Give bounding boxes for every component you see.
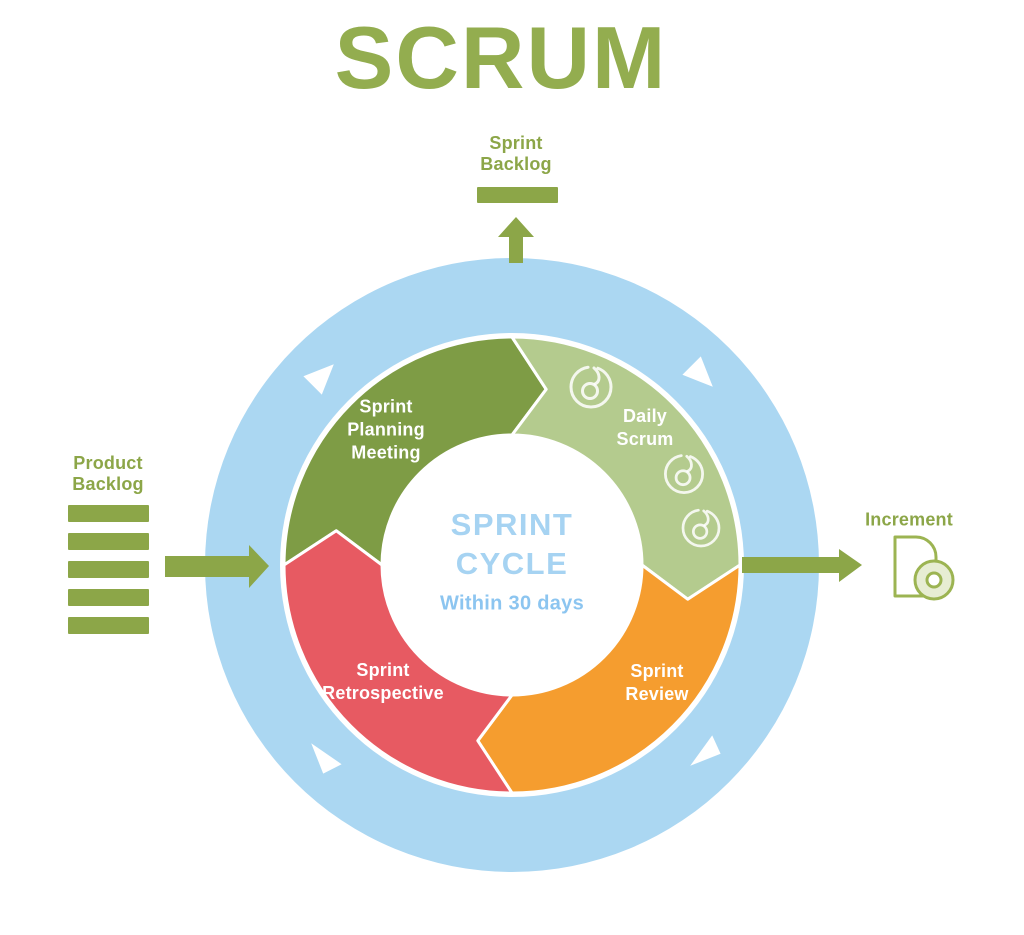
increment-arrow-icon <box>742 549 862 582</box>
quadrant-sprint-retrospective <box>282 529 514 795</box>
quadrant-label-sprint-review: Sprint Review <box>625 661 689 704</box>
sprint-backlog-label: Sprint Backlog <box>480 133 552 174</box>
product-backlog-bar <box>68 505 149 522</box>
product-backlog-bar <box>68 561 149 578</box>
increment-disc-icon <box>893 535 955 601</box>
quadrant-label-sprint-planning: Sprint Planning Meeting <box>347 396 425 463</box>
product-backlog-bar <box>68 589 149 606</box>
product-backlog-stack <box>68 505 149 634</box>
cycle-direction-arrow-icon <box>303 364 334 395</box>
sprint-cycle-duration: Within 30 days <box>439 592 585 615</box>
product-backlog-bar <box>68 533 149 550</box>
quadrant-sprint-planning <box>282 335 548 567</box>
product-backlog-arrow-icon <box>165 545 269 588</box>
quadrant-sprint-review <box>476 563 742 795</box>
cycle-direction-arrow-icon <box>311 743 342 774</box>
daily-scrum-cycle-icon <box>681 508 721 548</box>
product-backlog-bar <box>68 617 149 634</box>
cycle-direction-arrow-icon <box>690 735 721 766</box>
quadrant-label-daily-scrum: Daily Scrum <box>616 406 674 449</box>
sprint-backlog-arrow-icon <box>498 217 534 263</box>
daily-scrum-cycle-icon <box>569 365 613 409</box>
daily-scrum-cycle-icon <box>664 454 704 494</box>
increment-label: Increment <box>865 509 953 530</box>
sprint-cycle-title: SPRINT CYCLE <box>450 507 574 581</box>
quadrant-label-sprint-retrospective: Sprint Retrospective <box>322 660 444 703</box>
page-title: SCRUM <box>334 8 668 107</box>
cycle-direction-arrow-icon <box>682 356 713 387</box>
sprint-backlog-bar <box>477 187 558 203</box>
product-backlog-label: Product Backlog <box>72 453 144 494</box>
